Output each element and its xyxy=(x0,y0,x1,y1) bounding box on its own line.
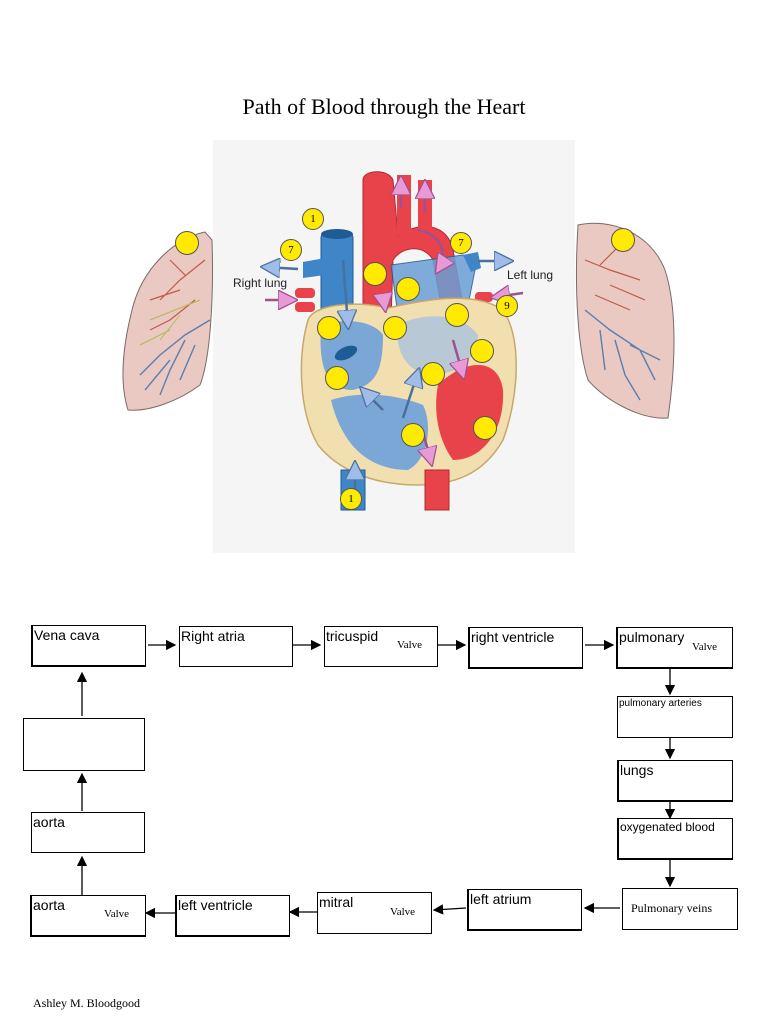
box-pulmonary-text: pulmonary xyxy=(619,629,685,645)
box-left-atrium-text: left atrium xyxy=(470,891,532,907)
label-spot-left-lung[interactable] xyxy=(611,228,635,252)
step-badge-1-top: 1 xyxy=(302,208,324,230)
box-left-ventricle-text: left ventricle xyxy=(178,897,253,913)
label-spot-right-lung[interactable] xyxy=(175,231,199,255)
label-spot-left-ventricle[interactable] xyxy=(473,416,497,440)
box-aorta: aorta xyxy=(31,812,145,853)
box-left-atrium: left atrium xyxy=(467,889,582,931)
box-lungs-text: lungs xyxy=(620,762,654,778)
box-vena-cava-text: Vena cava xyxy=(34,627,100,643)
box-aortic-valve-valve-text: Valve xyxy=(104,908,130,920)
box-tricuspid-text: tricuspid xyxy=(326,628,379,644)
label-spot-pulmonary-valve[interactable] xyxy=(383,316,407,340)
left-lung-label: Left lung xyxy=(507,268,554,282)
box-aortic-valve-text: aorta xyxy=(33,897,65,913)
box-pulmonary-arteries-text: pulmonary arteries xyxy=(619,698,702,709)
page-title: Path of Blood through the Heart xyxy=(242,94,526,119)
step-badge-9: 9 xyxy=(496,295,518,317)
label-spot-left-atrium[interactable] xyxy=(445,303,469,327)
box-pulmonary-veins: Pulmonary veins xyxy=(622,888,738,930)
author-credit: Ashley M. Bloodgood xyxy=(33,996,141,1010)
box-mitral-valve-text: Valve xyxy=(390,906,416,918)
right-lung-label: Right lung xyxy=(233,276,288,290)
box-mitral-valve: mitral Valve xyxy=(317,892,432,934)
label-spot-mitral-valve[interactable] xyxy=(470,339,494,363)
box-right-atria: Right atria xyxy=(179,626,293,667)
box-lungs: lungs xyxy=(617,760,733,802)
step-badge-1-bottom: 1 xyxy=(340,488,362,510)
box-right-atria-text: Right atria xyxy=(181,628,245,644)
heart-diagram-panel: Right lung Left lung 1 7 7 9 1 xyxy=(213,140,575,553)
step-badge-7-right: 7 xyxy=(450,232,472,254)
box-mitral-text: mitral xyxy=(319,894,354,910)
box-tricuspid-valve-text: Valve xyxy=(397,639,423,651)
box-pulmonary-valve-text: Valve xyxy=(692,641,718,653)
label-spot-aortic-valve[interactable] xyxy=(421,362,445,386)
box-tricuspid-valve: tricuspid Valve xyxy=(324,626,438,667)
box-left-ventricle: left ventricle xyxy=(175,895,290,937)
box-pulmonary-veins-text: Pulmonary veins xyxy=(631,901,712,915)
box-pulmonary-valve: pulmonary Valve xyxy=(616,627,733,669)
label-spot-tricuspid-valve[interactable] xyxy=(325,366,349,390)
label-spot-pulmonary-trunk[interactable] xyxy=(396,277,420,301)
box-right-ventricle-text: right ventricle xyxy=(471,629,555,645)
box-oxygenated-blood-text: oxygenated blood xyxy=(620,820,715,834)
box-blank-fill-in[interactable] xyxy=(23,718,145,771)
step-badge-7-left: 7 xyxy=(280,239,302,261)
box-aorta-text: aorta xyxy=(33,814,65,830)
heart-illustration xyxy=(213,171,524,511)
box-oxygenated-blood: oxygenated blood xyxy=(617,818,733,860)
label-spot-right-atrium[interactable] xyxy=(317,316,341,340)
box-right-ventricle: right ventricle xyxy=(468,627,583,669)
label-spot-aorta[interactable] xyxy=(363,262,387,286)
label-spot-right-ventricle[interactable] xyxy=(401,423,425,447)
box-aortic-valve: aorta Valve xyxy=(30,895,146,937)
box-vena-cava: Vena cava xyxy=(31,625,146,667)
box-pulmonary-arteries: pulmonary arteries xyxy=(617,696,733,738)
